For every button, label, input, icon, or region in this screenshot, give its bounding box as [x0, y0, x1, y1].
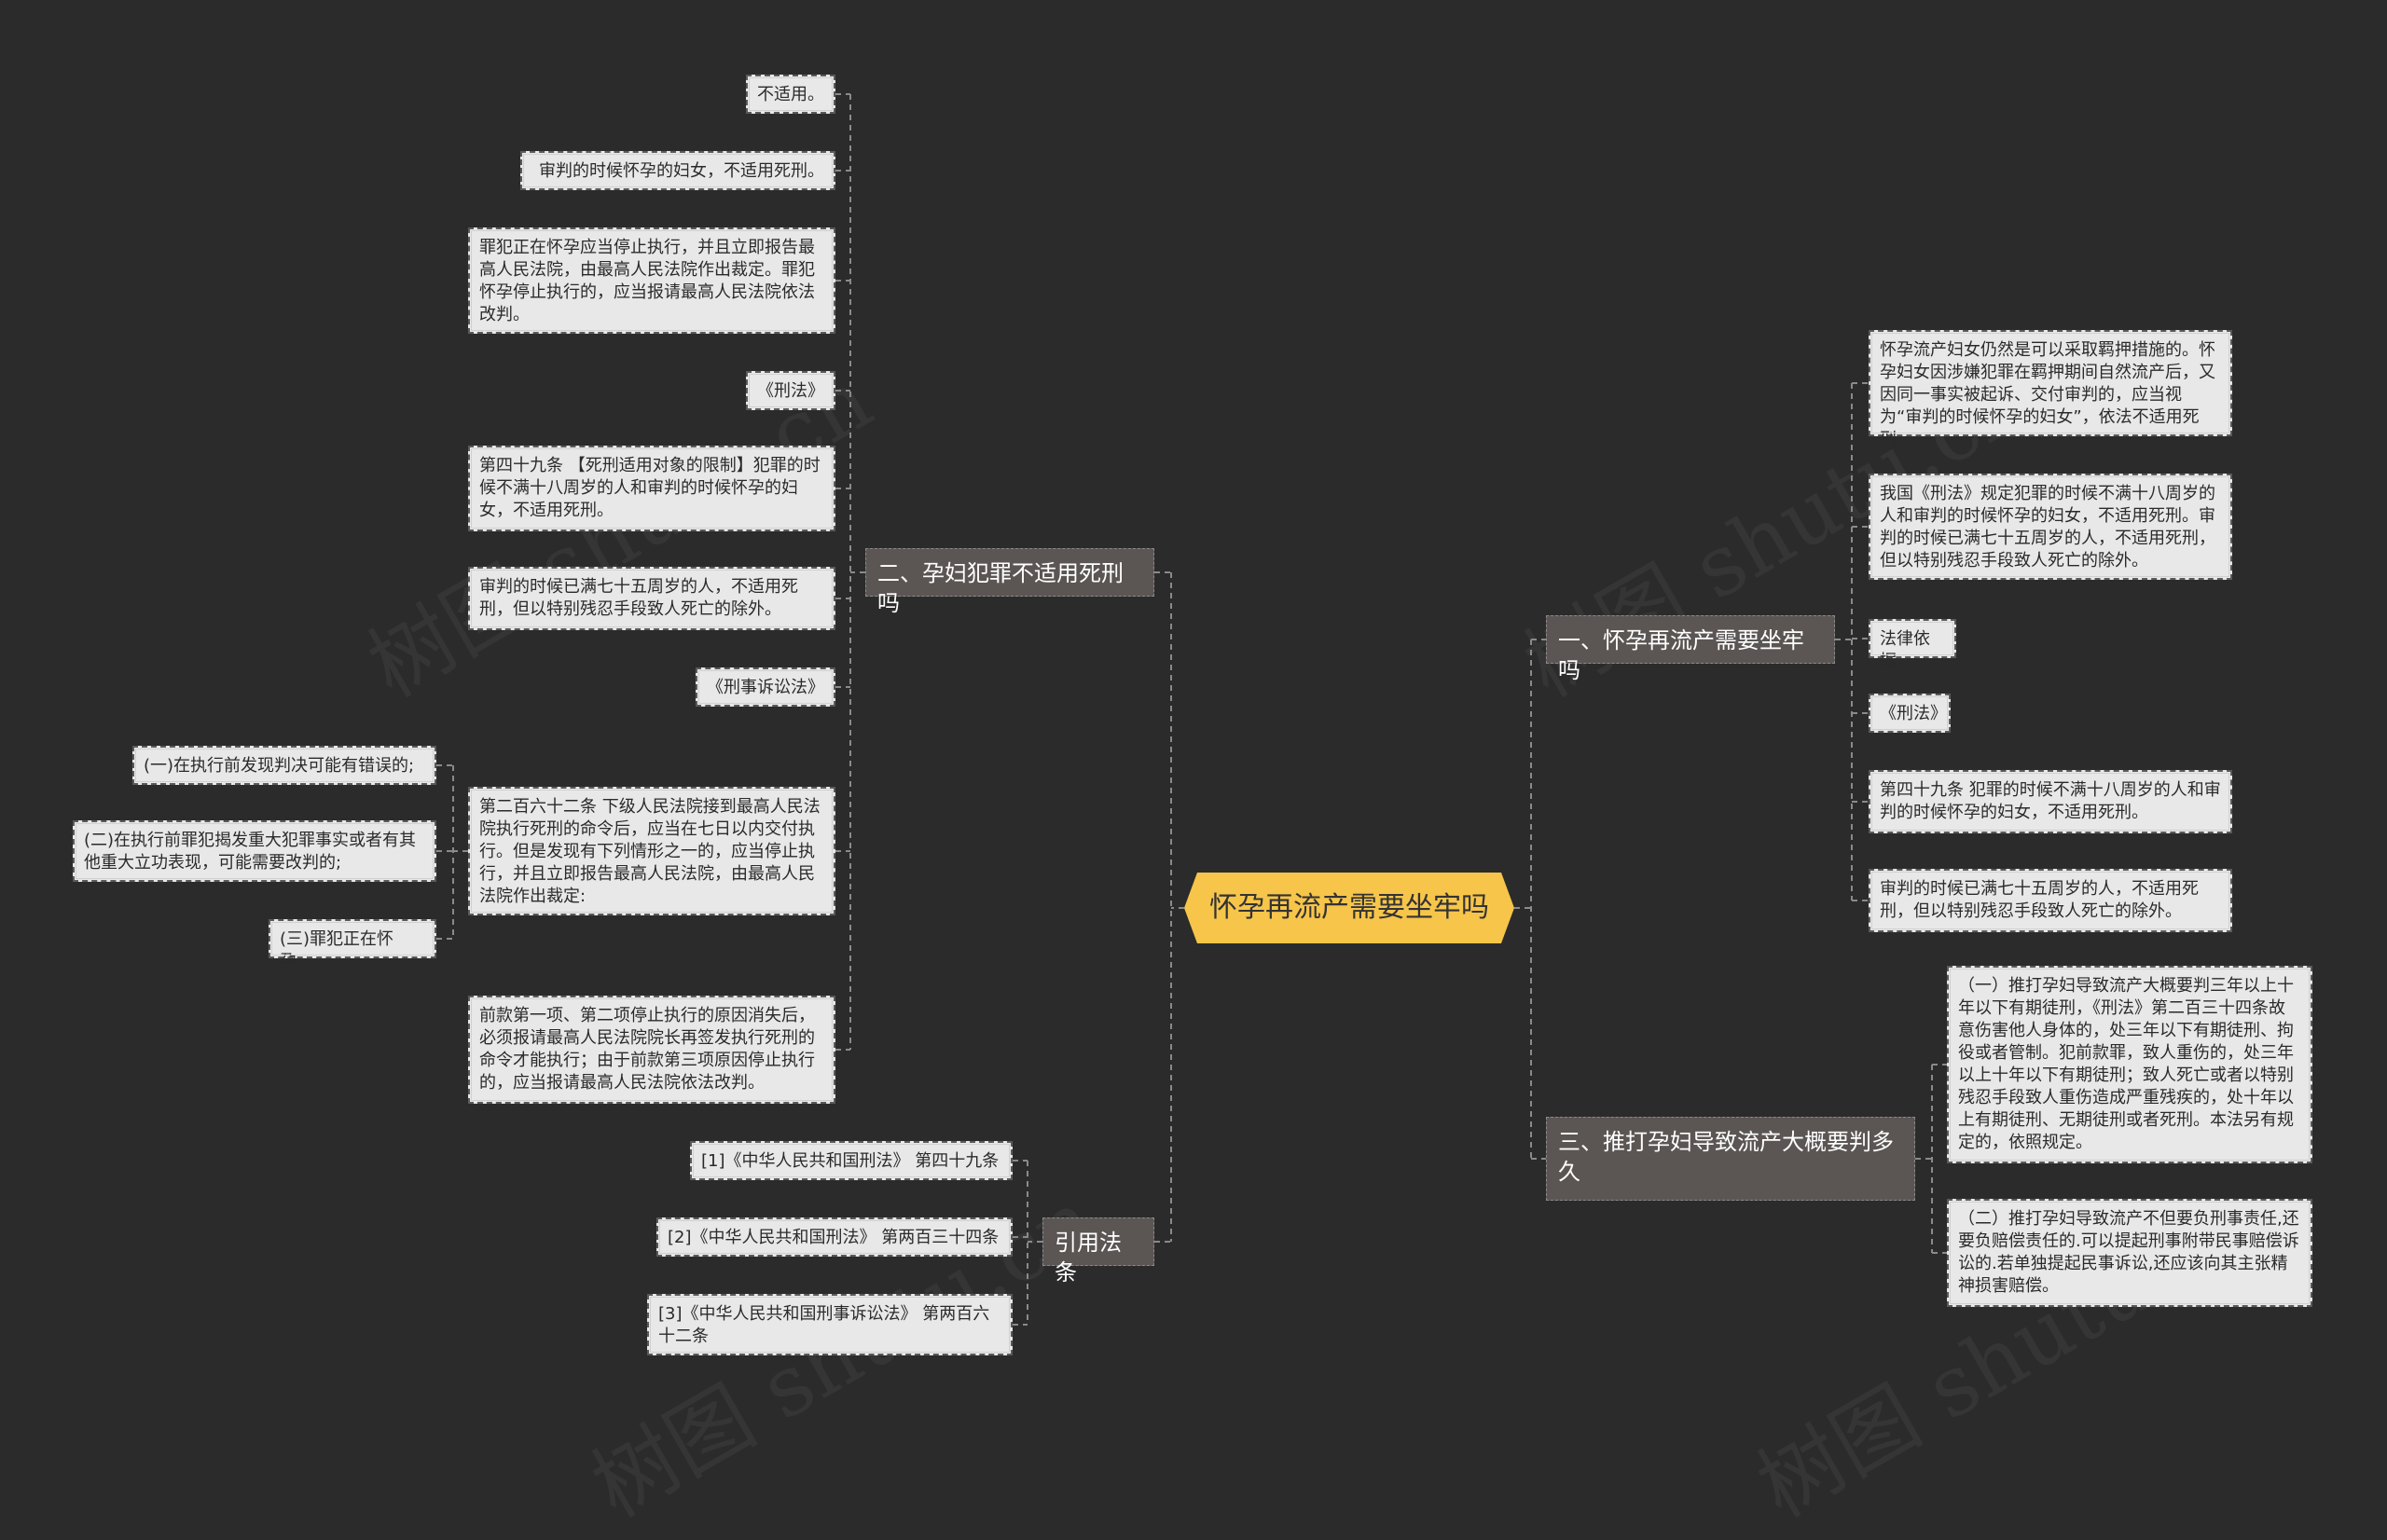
leaf-article-262: 第二百六十二条 下级人民法院接到最高人民法院执行死刑的命令后，应当在七日以内交付…	[468, 787, 835, 915]
central-topic-label: 怀孕再流产需要坐牢吗	[1209, 891, 1489, 924]
branch-1-label: 一、怀孕再流产需要坐牢吗	[1558, 627, 1804, 683]
leaf-not-applicable: 不适用。	[746, 75, 835, 114]
leaf-over-75: 审判的时候已满七十五周岁的人，不适用死刑，但以特别残忍手段致人死亡的除外。	[468, 567, 835, 630]
leaf-item-three: (三)罪犯正在怀孕。	[269, 919, 436, 971]
leaf-pregnant-at-trial: 审判的时候怀孕的妇女，不适用死刑。	[520, 151, 835, 190]
branch-2-label: 二、孕妇犯罪不适用死刑吗	[877, 560, 1124, 616]
leaf-sentence-length: （一）推打孕妇导致流产大概要判三年以上十年以下有期徒刑，《刑法》第二百三十四条故…	[1947, 966, 2312, 1163]
leaf-reference-1: [1]《中华人民共和国刑法》 第四十九条	[690, 1141, 1013, 1180]
branch-1-topic[interactable]: 一、怀孕再流产需要坐牢吗	[1546, 615, 1835, 683]
branch-3-topic[interactable]: 三、推打孕妇导致流产大概要判多久	[1546, 1117, 1915, 1201]
leaf-stop-execution: 罪犯正在怀孕应当停止执行，并且立即报告最高人民法院，由最高人民法院作出裁定。罪犯…	[468, 227, 835, 334]
leaf-article-49-full: 第四十九条 【死刑适用对象的限制】犯罪的时候不满十八周岁的人和审判的时候怀孕的妇…	[468, 446, 835, 531]
leaf-legal-basis: 法律依据	[1869, 619, 1956, 671]
leaf-article-49: 第四十九条 犯罪的时候不满十八周岁的人和审判的时候怀孕的妇女，不适用死刑。	[1869, 770, 2232, 833]
connector-lines	[436, 93, 1947, 1326]
leaf-criminal-law-title: 《刑法》	[746, 371, 835, 410]
leaf-criminal-law-title: 《刑法》	[1869, 694, 1951, 733]
leaf-after-causes-removed: 前款第一项、第二项停止执行的原因消失后，必须报请最高人民法院院长再签发执行死刑的…	[468, 996, 835, 1104]
branch-4-label: 引用法条	[1055, 1230, 1122, 1286]
branch-4-topic[interactable]: 引用法条	[1042, 1217, 1154, 1286]
leaf-item-two: (二)在执行前罪犯揭发重大犯罪事实或者有其他重大立功表现，可能需要改判的;	[73, 820, 436, 882]
leaf-item-one: (一)在执行前发现判决可能有错误的;	[132, 746, 436, 785]
mind-map-canvas: 树图 shutu.cn 树图 shutu.cn 树图 shutu.cn 树图 s…	[73, 75, 2312, 1536]
leaf-reference-2: [2]《中华人民共和国刑法》 第两百三十四条	[656, 1217, 1013, 1257]
leaf-criminal-law-provision: 我国《刑法》规定犯罪的时候不满十八周岁的人和审判的时候怀孕的妇女，不适用死刑。审…	[1869, 474, 2232, 580]
branch-2-topic[interactable]: 二、孕妇犯罪不适用死刑吗	[865, 548, 1154, 616]
leaf-reference-3: [3]《中华人民共和国刑事诉讼法》 第两百六十二条	[647, 1294, 1013, 1355]
leaf-custody-measures: 怀孕流产妇女仍然是可以采取羁押措施的。怀孕妇女因涉嫌犯罪在羁押期间自然流产后，又…	[1869, 330, 2232, 449]
leaf-civil-compensation: （二）推打孕妇导致流产不但要负刑事责任,还要负赔偿责任的.可以提起刑事附带民事赔…	[1947, 1199, 2312, 1307]
central-topic[interactable]: 怀孕再流产需要坐牢吗	[1184, 873, 1514, 943]
leaf-criminal-procedure-title: 《刑事诉讼法》	[696, 667, 835, 707]
branch-3-label: 三、推打孕妇导致流产大概要判多久	[1558, 1129, 1894, 1185]
leaf-over-75: 审判的时候已满七十五周岁的人，不适用死刑，但以特别残忍手段致人死亡的除外。	[1869, 869, 2232, 932]
